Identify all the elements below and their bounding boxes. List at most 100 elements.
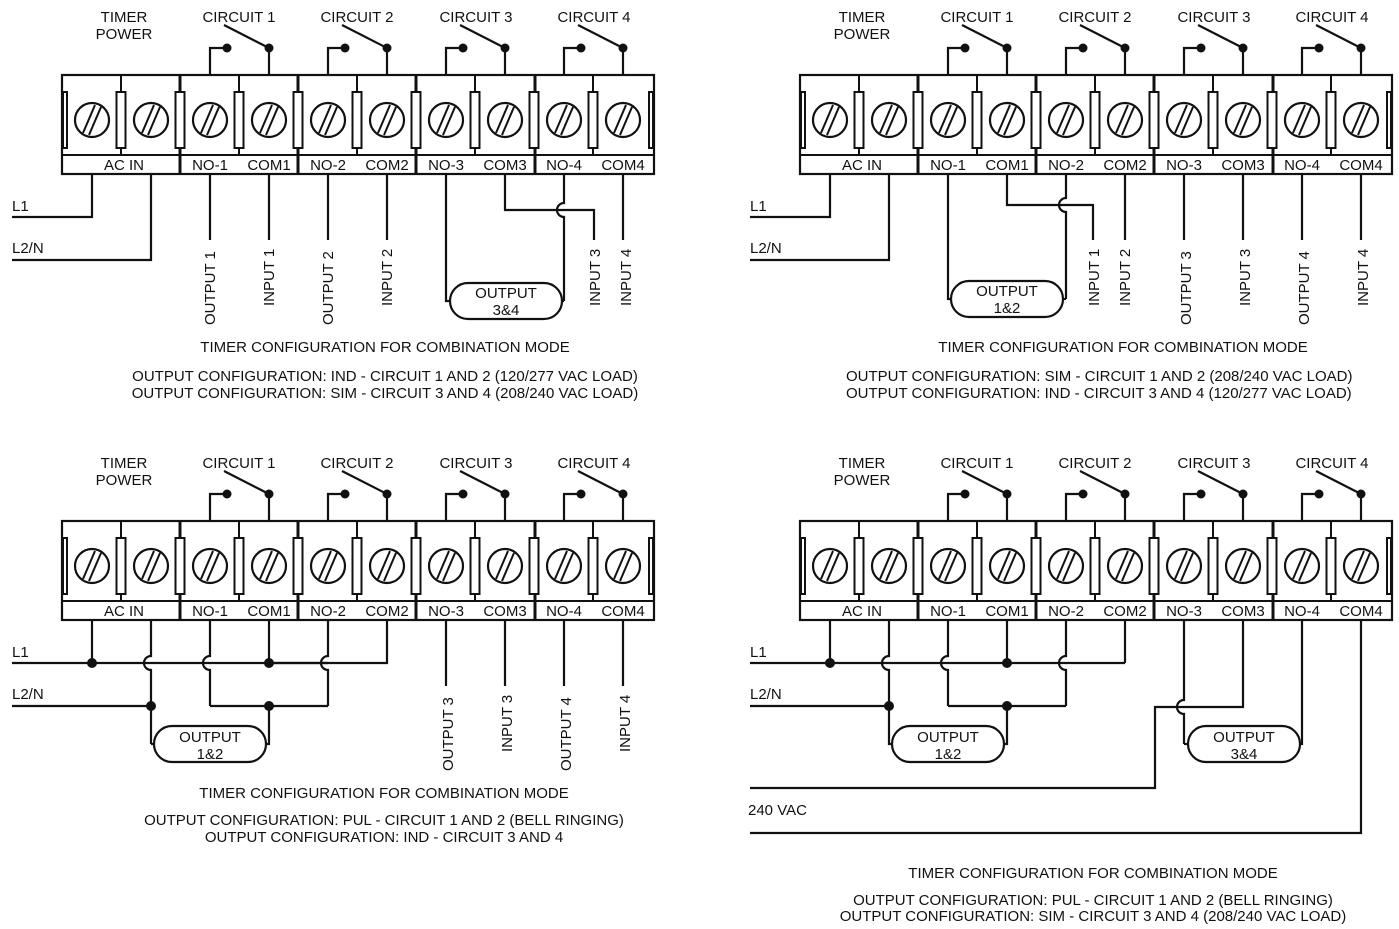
- config-line-2: OUTPUT CONFIGURATION: IND - CIRCUIT 3 AN…: [205, 829, 563, 846]
- screw-slot: [1357, 552, 1371, 582]
- terminal-label: NO-1: [192, 603, 228, 620]
- screw-slot: [820, 104, 834, 134]
- relay-contact: [444, 46, 463, 75]
- contact-dot: [576, 43, 586, 53]
- config-line-1: OUTPUT CONFIGURATION: PUL - CIRCUIT 1 AN…: [853, 892, 1333, 909]
- screw-slot: [619, 552, 633, 582]
- terminal-screw-icon: [427, 547, 465, 585]
- circuit-2-label: CIRCUIT 2: [1058, 455, 1131, 472]
- input-1-label: INPUT 1: [1086, 249, 1103, 306]
- terminal-screw-icon: [929, 547, 967, 585]
- screw-slot: [1056, 104, 1070, 134]
- screw-slot: [147, 106, 161, 136]
- terminal-barrier: [174, 91, 186, 149]
- terminal-barrier: [292, 537, 304, 595]
- circuit-2-label: CIRCUIT 2: [320, 455, 393, 472]
- relay-switch-arm: [459, 24, 506, 49]
- relay-contact: [946, 46, 965, 75]
- screw-slot: [997, 550, 1011, 580]
- relay-contact: [208, 492, 227, 521]
- screw-slot: [442, 552, 456, 582]
- l2-wire: [12, 174, 153, 262]
- terminal-barrier: [1266, 537, 1278, 595]
- screw-slot: [436, 104, 450, 134]
- screw-slot: [206, 106, 220, 136]
- terminal-label: AC IN: [104, 157, 144, 174]
- screw-slot: [1292, 550, 1306, 580]
- input-3-label: INPUT 3: [499, 695, 516, 752]
- screw-slot: [619, 106, 633, 136]
- terminal-screw-icon: [1342, 101, 1380, 139]
- relay-contact: [1300, 492, 1319, 521]
- terminal-screw-icon: [132, 547, 170, 585]
- load-label: 3&4: [1231, 746, 1258, 763]
- panel-pul-sim: TIMER POWER CIRCUIT 1 CIRCUIT 2 CIRCUIT …: [748, 455, 1369, 925]
- terminal-barrier: [853, 537, 865, 595]
- screw-slot: [820, 550, 834, 580]
- timer-power-label: TIMER: [101, 455, 148, 472]
- terminal-barrier: [469, 91, 481, 149]
- terminal-label: COM1: [247, 157, 290, 174]
- terminal-label: COM3: [483, 603, 526, 620]
- screw-slot: [495, 104, 509, 134]
- circuit-4-label: CIRCUIT 4: [1295, 9, 1368, 26]
- screw-slot: [613, 104, 627, 134]
- terminal-screw-icon: [870, 547, 908, 585]
- junction-dot: [1002, 658, 1012, 668]
- circuit-1-label: CIRCUIT 1: [940, 455, 1013, 472]
- contact-dot: [960, 489, 970, 499]
- l1-label: L1: [750, 644, 767, 661]
- screw-slot: [265, 552, 279, 582]
- screw-slot: [383, 106, 397, 136]
- load-output-1-2: [949, 279, 1065, 319]
- junction-dot: [825, 658, 835, 668]
- output-2-label: OUTPUT 2: [320, 251, 337, 325]
- l2-label: L2/N: [12, 240, 44, 257]
- terminal-label: NO-3: [1166, 157, 1202, 174]
- terminal-screw-icon: [604, 547, 642, 585]
- terminal-barrier: [648, 537, 654, 595]
- screw-slot: [879, 550, 893, 580]
- terminal-screw-icon: [1106, 547, 1144, 585]
- terminal-screw-icon: [250, 101, 288, 139]
- input-1-label: INPUT 1: [261, 249, 278, 306]
- screw-slot: [88, 552, 102, 582]
- terminal-barrier: [1207, 537, 1219, 595]
- terminal-screw-icon: [1342, 547, 1380, 585]
- screw-slot: [944, 106, 958, 136]
- terminal-screw-icon: [545, 547, 583, 585]
- l1-label: L1: [12, 644, 29, 661]
- terminal-screw-icon: [73, 101, 111, 139]
- terminal-label: COM4: [1339, 603, 1382, 620]
- terminal-barrier: [469, 537, 481, 595]
- contact-dot: [458, 489, 468, 499]
- input-3-label: INPUT 3: [1237, 249, 1254, 306]
- panel-ind-sim: TIMER POWER CIRCUIT 1 CIRCUIT 2 CIRCUIT …: [12, 9, 638, 402]
- contact-dot: [222, 489, 232, 499]
- no4-wire: [1299, 620, 1304, 746]
- relay-switch-arm: [961, 24, 1008, 49]
- terminal-barrier: [1386, 537, 1392, 595]
- screw-slot: [200, 550, 214, 580]
- screw-slot: [1180, 106, 1194, 136]
- screw-slot: [1233, 104, 1247, 134]
- terminal-screw-icon: [191, 101, 229, 139]
- no4-wire: [555, 174, 566, 301]
- terminal-barrier: [912, 91, 924, 149]
- terminal-barrier: [233, 537, 245, 595]
- terminal-barrier: [410, 91, 422, 149]
- terminal-screw-icon: [1047, 101, 1085, 139]
- contact-dot: [1196, 43, 1206, 53]
- relay-contact: [326, 46, 345, 75]
- terminal-screw-icon: [132, 101, 170, 139]
- screw-slot: [141, 104, 155, 134]
- terminal-barrier: [912, 537, 924, 595]
- output-4-label: OUTPUT 4: [558, 697, 575, 771]
- screw-slot: [324, 106, 338, 136]
- screw-slot: [938, 104, 952, 134]
- terminal-screw-icon: [368, 101, 406, 139]
- load-label: 1&2: [994, 300, 1021, 317]
- screw-slot: [82, 104, 96, 134]
- screw-slot: [377, 550, 391, 580]
- terminal-label: NO-4: [546, 157, 582, 174]
